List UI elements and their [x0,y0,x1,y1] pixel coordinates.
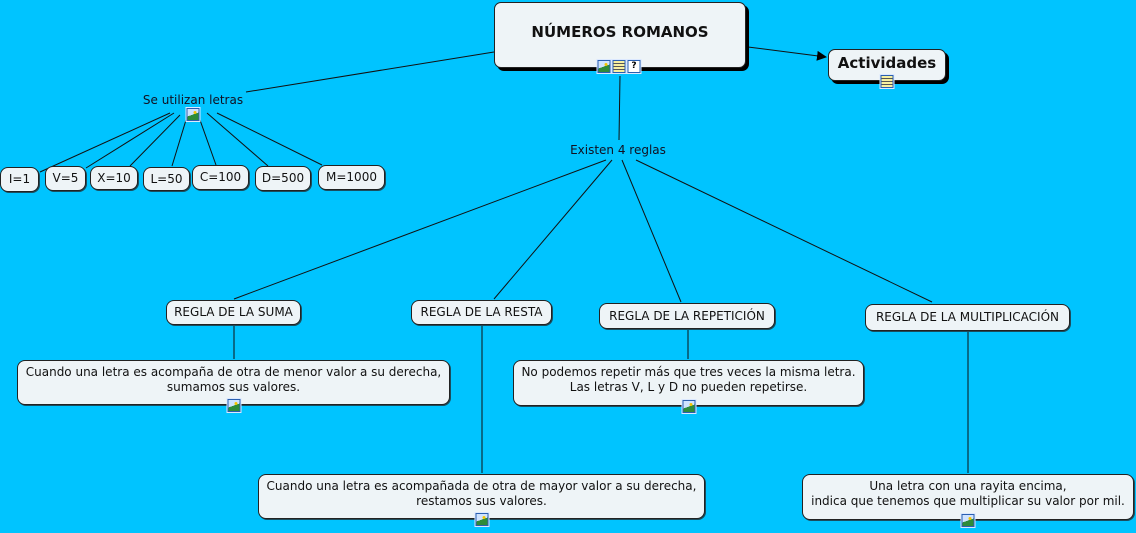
rule-resta-node[interactable]: REGLA DE LA RESTA [411,300,552,325]
letter-node[interactable]: L=50 [143,167,190,191]
image-icon[interactable] [960,513,976,528]
letter-node[interactable]: V=5 [45,166,86,191]
main-concept-node[interactable]: NÚMEROS ROMANOS [494,2,746,68]
link-letters-label: Se utilizan letras [142,93,244,107]
desc-line: indica que tenemos que multiplicar su va… [811,494,1125,508]
document-icon[interactable] [879,74,895,89]
rule-title: REGLA DE LA SUMA [174,305,293,319]
help-icon[interactable]: ? [626,59,642,74]
main-resources: ? [596,59,642,74]
letter-node[interactable]: D=500 [255,166,311,191]
desc-line: restamos sus valores. [416,493,547,508]
letter-node[interactable]: C=100 [192,165,249,190]
document-icon[interactable] [611,59,627,74]
letter-label: V=5 [52,171,79,185]
letter-label: X=10 [97,170,131,185]
letter-node[interactable]: M=1000 [318,165,385,190]
letter-label: D=500 [261,171,305,185]
rule-title: REGLA DE LA MULTIPLICACIÓN [875,310,1060,324]
rule-title: REGLA DE LA REPETICIÓN [609,308,765,323]
desc-line: Las letras V, L y D no pueden repetirse. [569,380,808,394]
letter-node[interactable]: I=1 [0,167,39,192]
image-icon[interactable] [681,399,697,414]
main-title: NÚMEROS ROMANOS [531,22,709,41]
rule-repeticion-description[interactable]: No podemos repetir más que tres veces la… [513,360,864,406]
letter-label: L=50 [150,171,183,186]
image-icon[interactable] [226,398,242,413]
rule-repeticion-node[interactable]: REGLA DE LA REPETICIÓN [599,303,775,329]
desc-line: Cuando una letra es acompañada de otra d… [266,478,697,493]
link-rules-label: Existen 4 reglas [570,143,666,157]
image-icon[interactable] [185,107,201,122]
actividades-label: Actividades [837,53,937,72]
rule-title: REGLA DE LA RESTA [420,305,543,319]
letter-label: I=1 [8,172,31,186]
desc-line: Cuando una letra es acompaña de otra de … [25,364,442,379]
rule-multiplicacion-node[interactable]: REGLA DE LA MULTIPLICACIÓN [865,304,1070,331]
desc-line: Una letra con una rayita encima, [869,479,1067,493]
rule-suma-node[interactable]: REGLA DE LA SUMA [166,300,301,325]
image-icon[interactable] [474,512,490,527]
rule-suma-description[interactable]: Cuando una letra es acompaña de otra de … [17,360,450,405]
image-icon[interactable] [596,59,612,74]
desc-line: sumamos sus valores. [166,379,301,394]
letter-label: M=1000 [326,170,377,184]
letter-node[interactable]: X=10 [90,166,138,190]
desc-line: No podemos repetir más que tres veces la… [521,365,856,379]
letter-label: C=100 [199,170,242,184]
